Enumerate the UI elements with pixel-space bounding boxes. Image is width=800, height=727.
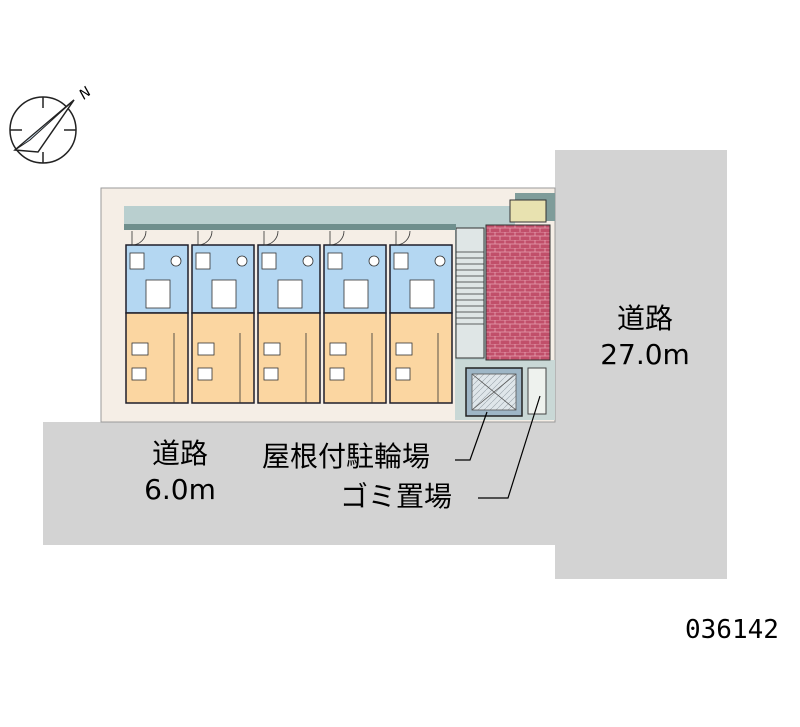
apartment-unit	[191, 230, 255, 404]
staircase	[455, 227, 485, 359]
trash-area	[527, 367, 547, 415]
main-road-name: 道路	[616, 302, 673, 335]
apartment-unit	[323, 230, 387, 404]
apartment-units	[124, 224, 456, 404]
main-road-label: 道路 27.0m	[575, 305, 715, 369]
property-code: 036142	[685, 615, 779, 645]
bike-shelter-cross	[471, 373, 517, 411]
corridor-top	[124, 206, 504, 224]
apartment-unit	[257, 230, 321, 404]
compass-north-label: N	[76, 84, 95, 103]
compass: N	[9, 84, 95, 164]
apartment-unit	[389, 230, 453, 404]
apartment-unit	[125, 230, 189, 404]
paved-entrance	[485, 224, 551, 361]
main-road	[555, 150, 727, 579]
side-road-width: 6.0m	[144, 473, 216, 506]
side-road-name: 道路	[151, 437, 208, 470]
trash-area-label: ゴミ置場	[340, 480, 453, 513]
side-road	[43, 422, 555, 545]
trash-leader-line	[478, 395, 541, 499]
bike-leader-line	[455, 411, 488, 461]
main-road-width: 27.0m	[600, 338, 690, 371]
side-road-label: 道路 6.0m	[110, 440, 250, 504]
bike-parking-label: 屋根付駐輪場	[262, 440, 431, 473]
entrance-box	[509, 199, 547, 223]
